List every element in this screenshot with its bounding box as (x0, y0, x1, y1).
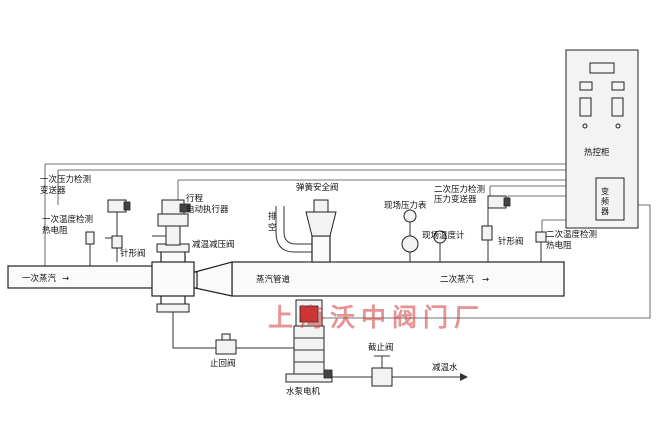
control-cabinet: 热控柜 变 频 器 (565, 49, 639, 229)
water-pump-motor (285, 299, 333, 383)
needle-valve-right (481, 225, 493, 241)
label-secondary-pressure-2: 压力变送器 (434, 194, 477, 205)
label-primary-temp-1: 一次温度检测 (42, 214, 93, 225)
watermark: 上海沃中阀门厂 (268, 303, 485, 332)
reducing-valve (151, 199, 276, 349)
label-steam-pipe: 蒸汽管道 (256, 274, 291, 285)
label-vent-2: 空 (268, 222, 277, 233)
label-desuperheat-water: 减温水 (432, 362, 458, 373)
vfd-label-1: 变 (601, 186, 609, 196)
cabinet-label: 热控柜 (584, 147, 610, 158)
spring-safety-valve (275, 199, 337, 263)
label-primary-temp-2: 热电阻 (42, 225, 68, 236)
label-vent-1: 排 (268, 211, 277, 222)
label-secondary-steam: 二次蒸汽 (440, 274, 475, 285)
signal-lines (44, 163, 651, 319)
label-primary-pressure-1: 一次压力检测 (40, 174, 91, 185)
label-pump-motor: 水泵电机 (286, 386, 321, 397)
label-stop-valve: 截止阀 (368, 342, 394, 353)
label-primary-pressure-2: 变送器 (40, 185, 66, 196)
label-needle-valve-right: 针形阀 (498, 236, 524, 247)
vfd-label-2: 频 (601, 196, 609, 206)
water-arrow (460, 373, 468, 381)
actuator-motor (179, 203, 191, 213)
field-pressure-gauge (401, 209, 419, 262)
labels: 一次压力检测 变送器 一次温度检测 热电阻 针形阀 行程 电动执行器 减温减压阀… (22, 174, 597, 397)
needle-valve-left (105, 235, 123, 249)
label-field-thermo: 现场温度计 (422, 230, 465, 241)
primary-temp-sensor (85, 231, 95, 266)
label-secondary-temp-2: 热电阻 (546, 240, 572, 251)
label-arrow-left: → (62, 274, 69, 284)
label-secondary-temp-1: 二次温度检测 (546, 229, 597, 240)
label-needle-valve-left: 针形阀 (120, 248, 146, 259)
label-reducing-valve: 减温减压阀 (192, 239, 235, 250)
label-actuator-1: 行程 (186, 193, 204, 204)
label-safety-valve: 弹簧安全阀 (296, 182, 339, 193)
secondary-temp-sensor (535, 231, 547, 262)
label-actuator-2: 电动执行器 (186, 204, 229, 215)
main-steam-pipe (7, 261, 565, 297)
label-field-gauge: 现场压力表 (384, 200, 427, 211)
motor-red (299, 305, 319, 323)
label-check-valve: 止回阀 (210, 358, 236, 369)
desuperheat-water-line (332, 355, 468, 387)
vfd-box (595, 177, 625, 221)
cabinet-display (589, 62, 615, 74)
label-primary-steam: 一次蒸汽 (22, 273, 57, 284)
check-valve (215, 333, 300, 355)
label-secondary-pressure-1: 二次压力检测 (434, 184, 485, 195)
vfd-label-3: 器 (601, 207, 609, 216)
label-arrow-right: → (482, 275, 489, 285)
field-thermometer (433, 230, 447, 262)
